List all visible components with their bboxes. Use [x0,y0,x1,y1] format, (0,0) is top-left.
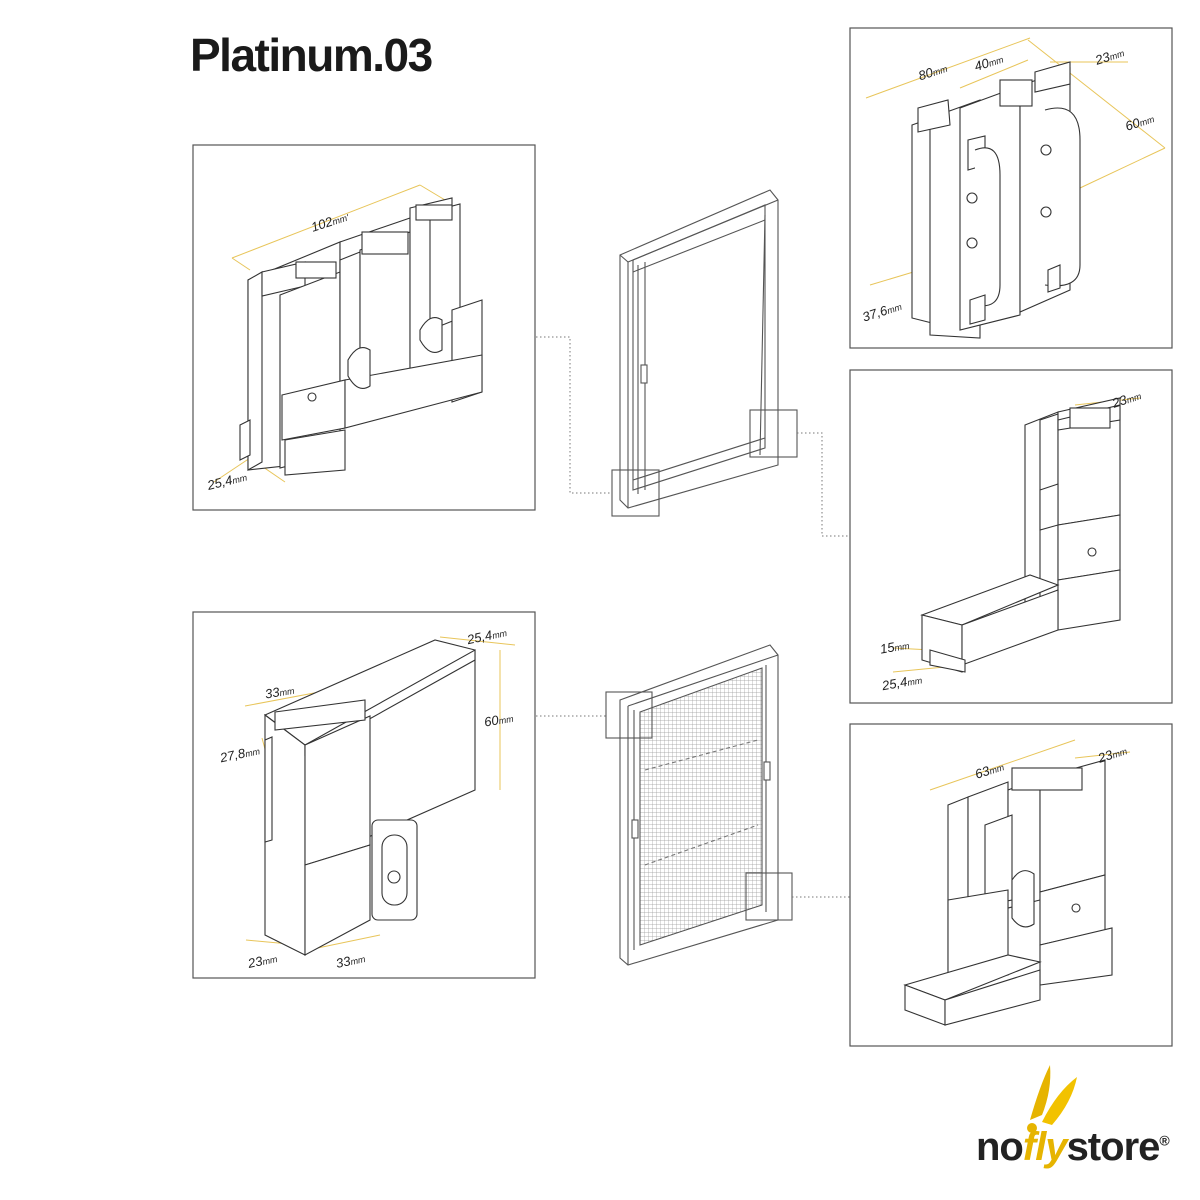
dim-25-4-b: 25,4mm [880,671,924,693]
dim-23-b: 23mm [1109,387,1143,411]
profile-bottom-right [903,739,1131,1026]
dim-102: 102mm' [309,209,350,235]
dim-15: 15mm [879,637,911,657]
dim-23-c: 23mm [246,950,279,971]
dim-80: 80mm [916,60,949,84]
profile-bottom-left [244,636,516,956]
dim-23-a: 23mm [1092,44,1126,68]
dim-60-b: 60mm [483,710,515,730]
dim-33-b: 33mm [335,950,367,971]
dim-60-a: 60mm [1123,110,1156,134]
profile-mid-right [892,397,1141,673]
window-frame-bottom [605,644,793,966]
dim-33-a: 33mm [264,682,296,702]
connector-lines-top [536,336,850,537]
logo-registered: ® [1159,1132,1169,1149]
dim-25-4-c: 25,4mm [465,624,509,647]
logo-fly-icon [1027,1065,1077,1133]
window-frame-top [611,189,798,517]
profile-top-left [213,184,483,483]
profile-top-right [865,37,1166,339]
dim-23-d: 23mm [1095,742,1129,766]
logo-text-store: store [1066,1125,1161,1169]
brand-logo: noflystore® [976,1125,1170,1170]
dim-27-8: 27,8mm [218,742,262,765]
dim-63: 63mm [973,758,1006,782]
dim-40: 40mm [972,50,1005,74]
panel-mid-right [849,369,1173,704]
page-title: Platinum.03 [190,29,433,81]
dim-25-4: 25,4mm [205,468,249,493]
logo-text-fly: fly [1022,1125,1068,1169]
logo-text-no: no [976,1125,1024,1169]
connector-lines-bottom [536,715,850,898]
dim-lines-bottom-right [929,739,1131,791]
